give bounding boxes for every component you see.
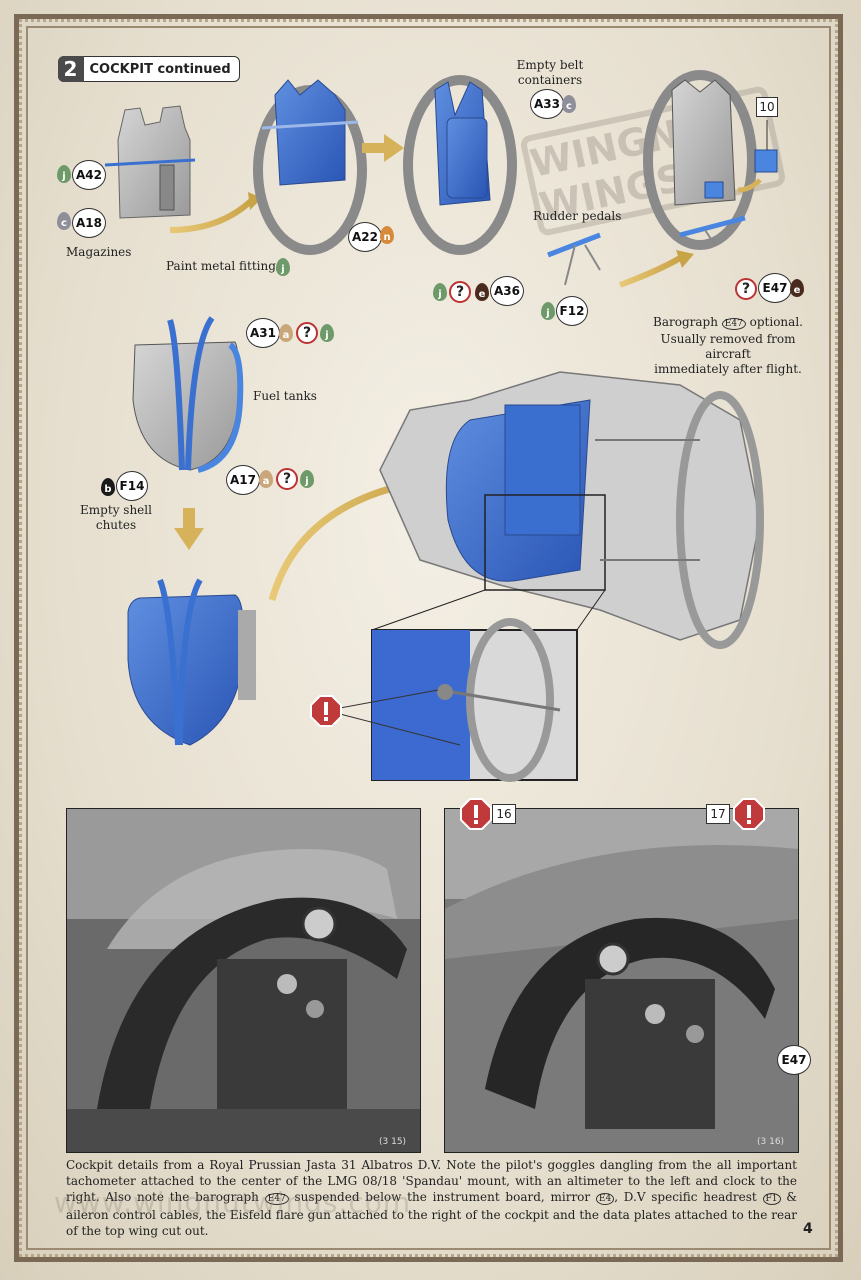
- paint-drop-j: j: [276, 258, 290, 276]
- caption-ref-e4: E4: [595, 1193, 615, 1205]
- part-f14: F14: [116, 471, 148, 501]
- barograph-line2: Usually removed from aircraft: [660, 332, 796, 361]
- unknown-color-icon: ?: [449, 281, 471, 303]
- cockpit-photo-right: (3 16): [444, 808, 799, 1153]
- fuel-tanks-part: [132, 316, 244, 473]
- paint-drop-j: j: [300, 470, 314, 488]
- part-a36: A36: [490, 276, 524, 306]
- callout-box-10: 10: [756, 97, 778, 117]
- part-a31: A31: [246, 318, 280, 348]
- magazines-label: Magazines: [66, 245, 132, 259]
- watermark-url: www.wingnutwings.com: [54, 1186, 412, 1219]
- step-title: COCKPIT continued: [89, 61, 231, 77]
- unknown-color-icon: ?: [276, 468, 298, 490]
- rudder-pedals-label: Rudder pedals: [533, 209, 622, 223]
- paint-drop-j: j: [320, 324, 334, 342]
- barograph-line3: immediately after flight.: [654, 362, 802, 376]
- caption-ref-f1: F1: [762, 1193, 781, 1205]
- fuselage-cutaway: [379, 371, 764, 649]
- barograph-line1: Barograph E47 optional.: [638, 315, 818, 332]
- paint-drop-a: a: [279, 324, 293, 342]
- barograph-text2: optional.: [749, 315, 803, 329]
- part-a18: A18: [72, 208, 106, 238]
- barograph-text: Barograph: [653, 315, 718, 329]
- arrow-3: [737, 178, 762, 193]
- frame-assembly-2: [403, 75, 517, 255]
- fuel-tanks-label: Fuel tanks: [253, 389, 317, 403]
- arrow-5: [183, 508, 195, 530]
- warning-icon: [460, 798, 492, 830]
- rudder-pedals-part: [547, 215, 746, 286]
- photo-left-ref: (3 15): [379, 1137, 407, 1147]
- unknown-color-icon: ?: [296, 322, 318, 344]
- photo-right-image: [445, 809, 798, 1152]
- belt-label-line1: Empty belt: [516, 58, 584, 72]
- callout-box-16: 16: [492, 804, 516, 824]
- part-a17: A17: [226, 465, 260, 495]
- frame-assembly-3: [643, 70, 778, 250]
- border-pattern: [19, 19, 838, 1257]
- step-header: 2 COCKPIT continued: [57, 56, 240, 82]
- magazines-part: [104, 105, 196, 219]
- photo-caption: Cockpit details from a Royal Prussian Ja…: [66, 1157, 797, 1239]
- cockpit-photo-left: (3 15): [66, 808, 421, 1153]
- belt-label-line2: containers: [517, 73, 583, 87]
- paint-drop-e: e: [475, 283, 489, 301]
- paint-drop-n: n: [380, 226, 394, 244]
- assembled-tank: [127, 578, 256, 746]
- paint-drop-c: c: [57, 212, 71, 230]
- inner-border: [26, 26, 831, 1250]
- caption-text-3: , D.V specific headrest: [614, 1190, 757, 1204]
- paint-drop-b: b: [101, 478, 115, 496]
- paint-drop-c: c: [562, 95, 576, 113]
- arrow-2: [362, 143, 386, 153]
- arrow-4: [618, 255, 682, 288]
- detail-inset: [371, 618, 578, 782]
- photo-right-ref: (3 16): [757, 1137, 785, 1147]
- unknown-color-icon: ?: [735, 278, 757, 300]
- shell-chutes-label: Empty shell chutes: [76, 503, 156, 533]
- caption-text-2: suspended below the instrument board, mi…: [294, 1190, 591, 1204]
- photo-left-image: [67, 809, 420, 1152]
- paint-drop-j: j: [541, 302, 555, 320]
- frame-assembly-1: [253, 79, 367, 255]
- paint-drop-a: a: [259, 470, 273, 488]
- caption-ref-e47: E47: [264, 1193, 289, 1205]
- photo-callout-e47: E47: [777, 1045, 811, 1075]
- caption-text-1: Cockpit details from a Royal Prussian Ja…: [66, 1158, 797, 1204]
- paint-metal-label: Paint metal fittings: [166, 259, 283, 273]
- warning-icon: [310, 695, 342, 727]
- step-number: 2: [57, 56, 84, 82]
- page-number: 4: [803, 1221, 813, 1237]
- shell-label-line1: Empty shell: [80, 503, 152, 517]
- outer-border: [14, 14, 843, 1262]
- part-e47: E47: [758, 273, 792, 303]
- caption-text-4: & aileron control cables, the Eisfeld fl…: [66, 1190, 797, 1238]
- shell-label-line2: chutes: [95, 518, 137, 532]
- barograph-label: Barograph E47 optional. Usually removed …: [638, 315, 818, 377]
- warning-icon: [733, 798, 765, 830]
- paint-drop-j: j: [57, 165, 71, 183]
- paint-drop-j: j: [433, 283, 447, 301]
- part-a33: A33: [530, 89, 564, 119]
- belt-containers-label: Empty belt containers: [510, 58, 590, 88]
- callout-box-17: 17: [706, 804, 730, 824]
- paint-drop-e: e: [790, 279, 804, 297]
- assembly-illustrations: [104, 70, 778, 782]
- arrow-1: [169, 197, 255, 233]
- part-a22: A22: [348, 222, 382, 252]
- part-a42: A42: [72, 160, 106, 190]
- barograph-ref: E47: [721, 318, 746, 330]
- part-f12: F12: [556, 296, 588, 326]
